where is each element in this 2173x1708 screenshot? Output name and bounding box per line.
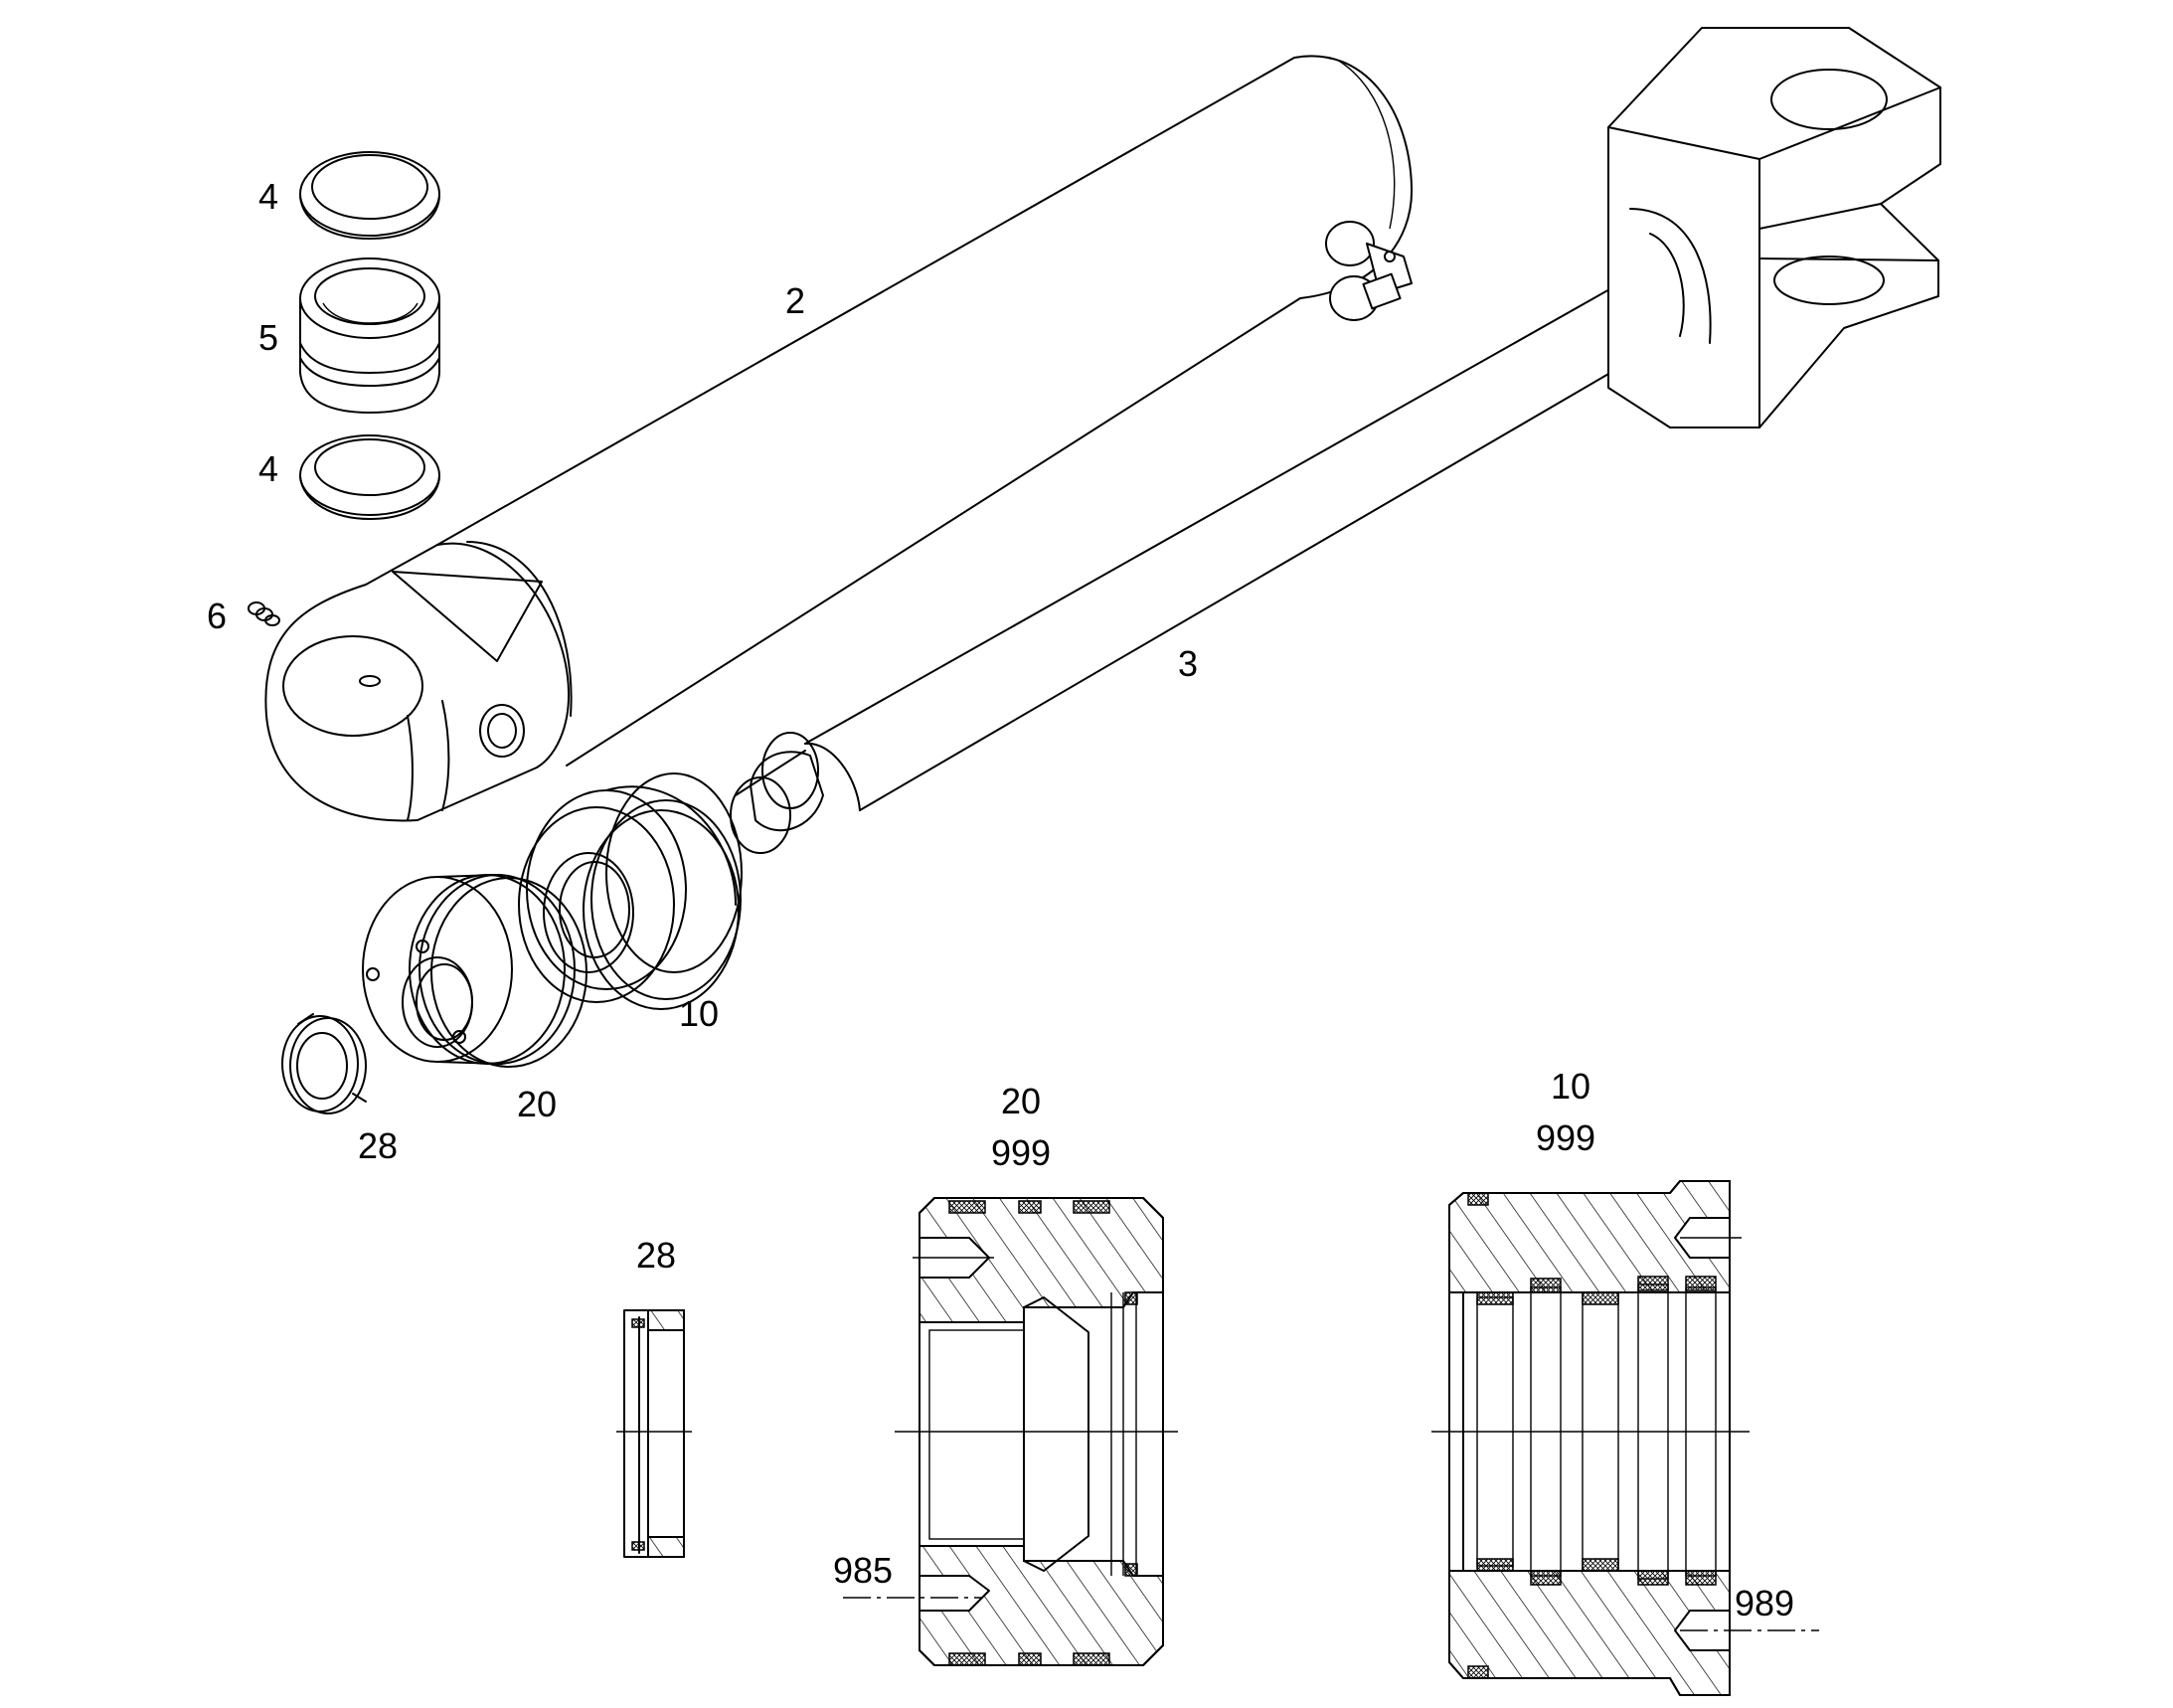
section-head	[843, 1197, 1178, 1666]
section-piston-part-label: 10	[1551, 1066, 1590, 1107]
label-seal-top: 4	[258, 176, 278, 217]
section-head-kit-label: 999	[991, 1132, 1051, 1173]
section-head-callout: 985	[833, 1550, 893, 1591]
label-bushing: 5	[258, 317, 278, 358]
label-piston-rod: 3	[1178, 643, 1198, 684]
label-cylinder-head: 20	[517, 1084, 557, 1124]
label-piston: 10	[679, 993, 719, 1034]
section-piston-kit-label: 999	[1536, 1117, 1595, 1158]
piston-rod	[730, 27, 1941, 854]
section-piston-callout: 989	[1735, 1583, 1794, 1623]
section-head-part-label: 20	[1001, 1081, 1041, 1121]
label-grease-nipple: 6	[207, 596, 227, 636]
lock-nut-part	[281, 1013, 367, 1114]
label-cylinder-tube: 2	[785, 280, 805, 321]
section-piston	[1431, 1180, 1819, 1696]
label-seal-bottom: 4	[258, 448, 278, 489]
seal-ring-bottom	[299, 434, 440, 520]
section-nut-part-label: 28	[636, 1235, 676, 1276]
label-nut: 28	[358, 1125, 398, 1166]
cylinder-head-part	[362, 874, 587, 1068]
seal-ring-top	[299, 151, 440, 240]
piston-part	[518, 772, 743, 1010]
section-nut	[616, 1309, 692, 1558]
grease-nipple	[248, 601, 280, 626]
guide-bushing	[299, 257, 440, 414]
cylinder-tube	[264, 55, 1414, 822]
